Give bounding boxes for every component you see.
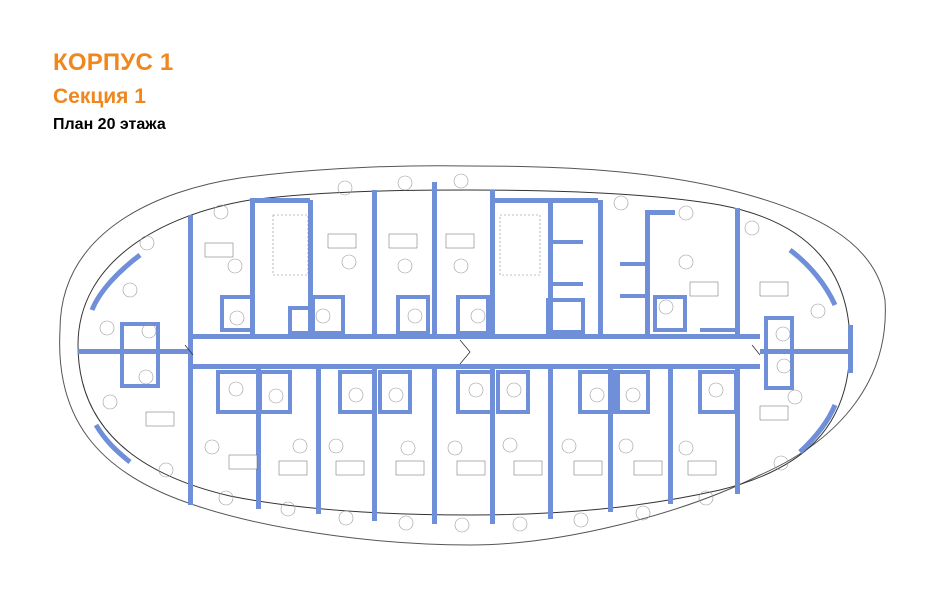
floor-plan-title: План 20 этажа bbox=[53, 116, 166, 133]
corridor-walls bbox=[190, 334, 760, 369]
room-info-boxes bbox=[145, 233, 789, 476]
building-title: КОРПУС 1 bbox=[53, 49, 174, 76]
inner-walls bbox=[250, 198, 736, 332]
partition-walls bbox=[188, 182, 740, 524]
terrace-outline bbox=[59, 165, 886, 546]
end-walls bbox=[78, 325, 853, 373]
stairwells bbox=[272, 214, 541, 276]
bathroom-blocks bbox=[120, 295, 794, 414]
curved-wall-right bbox=[788, 248, 838, 307]
curved-wall-right-bottom bbox=[798, 404, 838, 454]
curved-wall-left bbox=[89, 253, 142, 311]
section-title: Секция 1 bbox=[53, 85, 146, 108]
corridor-breaks bbox=[184, 339, 761, 365]
curved-wall-left-bottom bbox=[93, 423, 132, 464]
room-markers bbox=[99, 173, 826, 533]
